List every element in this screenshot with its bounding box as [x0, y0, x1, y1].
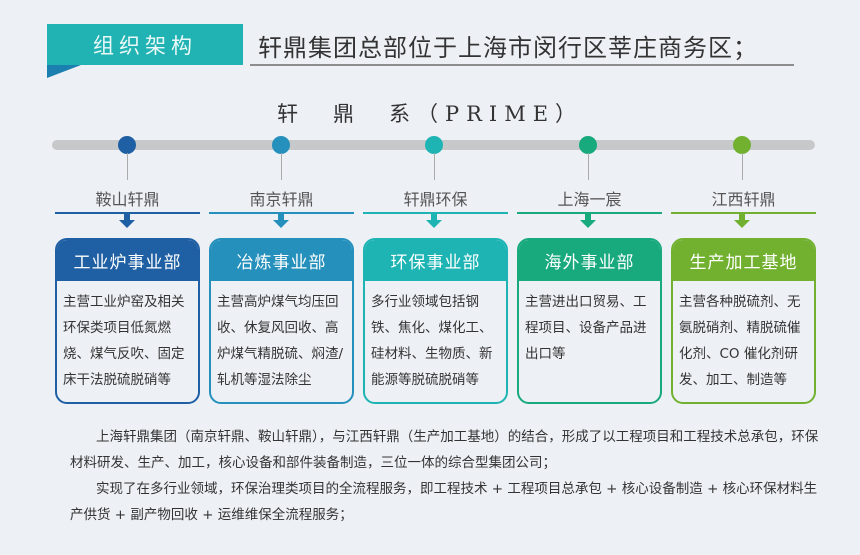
division-title: 工业炉事业部 [57, 240, 198, 281]
diagram-title: 轩 鼎 系（PRIME） [276, 102, 584, 126]
arrow-down-icon [426, 213, 442, 228]
connector-line [127, 153, 128, 180]
division-description: 主营工业炉窑及相关环保类项目低氮燃烧、煤气反吹、固定床干法脱硫脱硝等 [63, 294, 185, 388]
connector-line [434, 153, 435, 180]
division-card: 海外事业部主营进出口贸易、工程项目、设备产品进出口等 [517, 238, 662, 404]
arrow-down-icon [734, 213, 750, 228]
timeline-dot [579, 136, 597, 154]
division-title: 生产加工基地 [673, 240, 814, 281]
division-card: 环保事业部多行业领域包括钢铁、焦化、煤化工、硅材料、生物质、新能源等脱硫脱硝等 [363, 238, 508, 404]
division-card: 工业炉事业部主营工业炉窑及相关环保类项目低氮燃烧、煤气反吹、固定床干法脱硫脱硝等 [55, 238, 200, 404]
timeline-dot [118, 136, 136, 154]
timeline-dot [425, 136, 443, 154]
section-tab-label: 组织架构 [93, 33, 197, 58]
division-card: 生产加工基地主营各种脱硫剂、无氨脱硝剂、精脱硫催化剂、CO 催化剂研发、加工、制… [671, 238, 816, 404]
company-name: 上海一宸 [557, 190, 622, 209]
division-card: 冶炼事业部主营高炉煤气均压回收、休复风回收、高炉煤气精脱硫、焖渣/轧机等湿法除尘 [209, 238, 354, 404]
headline: 轩鼎集团总部位于上海市闵行区莘庄商务区； [258, 34, 758, 62]
division-description: 主营高炉煤气均压回收、休复风回收、高炉煤气精脱硫、焖渣/轧机等湿法除尘 [217, 294, 344, 388]
division-description: 主营各种脱硫剂、无氨脱硝剂、精脱硫催化剂、CO 催化剂研发、加工、制造等 [679, 294, 801, 388]
section-tab: 组织架构 [47, 24, 243, 65]
connector-line [588, 153, 589, 180]
division-description: 主营进出口贸易、工程项目、设备产品进出口等 [525, 294, 647, 362]
arrow-down-icon [580, 213, 596, 228]
division-title: 环保事业部 [365, 240, 506, 281]
company-name: 轩鼎环保 [403, 190, 468, 209]
tab-fold-decoration [47, 65, 81, 78]
summary-paragraph-2: 实现了在多行业领域，环保治理类项目的全流程服务，即工程技术 + 工程项目总承包 … [70, 481, 818, 523]
headline-underline [250, 64, 794, 66]
division-title: 海外事业部 [519, 240, 660, 281]
arrow-down-icon [273, 213, 289, 228]
connector-line [742, 153, 743, 180]
company-name: 江西轩鼎 [711, 190, 776, 209]
connector-line [281, 153, 282, 180]
timeline-dot [733, 136, 751, 154]
company-name: 南京轩鼎 [249, 190, 314, 209]
timeline-dot [272, 136, 290, 154]
company-name: 鞍山轩鼎 [95, 190, 160, 209]
summary-paragraph-1: 上海轩鼎集团（南京轩鼎、鞍山轩鼎），与江西轩鼎（生产加工基地）的结合，形成了以工… [70, 429, 819, 471]
division-title: 冶炼事业部 [211, 240, 352, 281]
division-description: 多行业领域包括钢铁、焦化、煤化工、硅材料、生物质、新能源等脱硫脱硝等 [371, 294, 493, 388]
arrow-down-icon [119, 213, 135, 228]
